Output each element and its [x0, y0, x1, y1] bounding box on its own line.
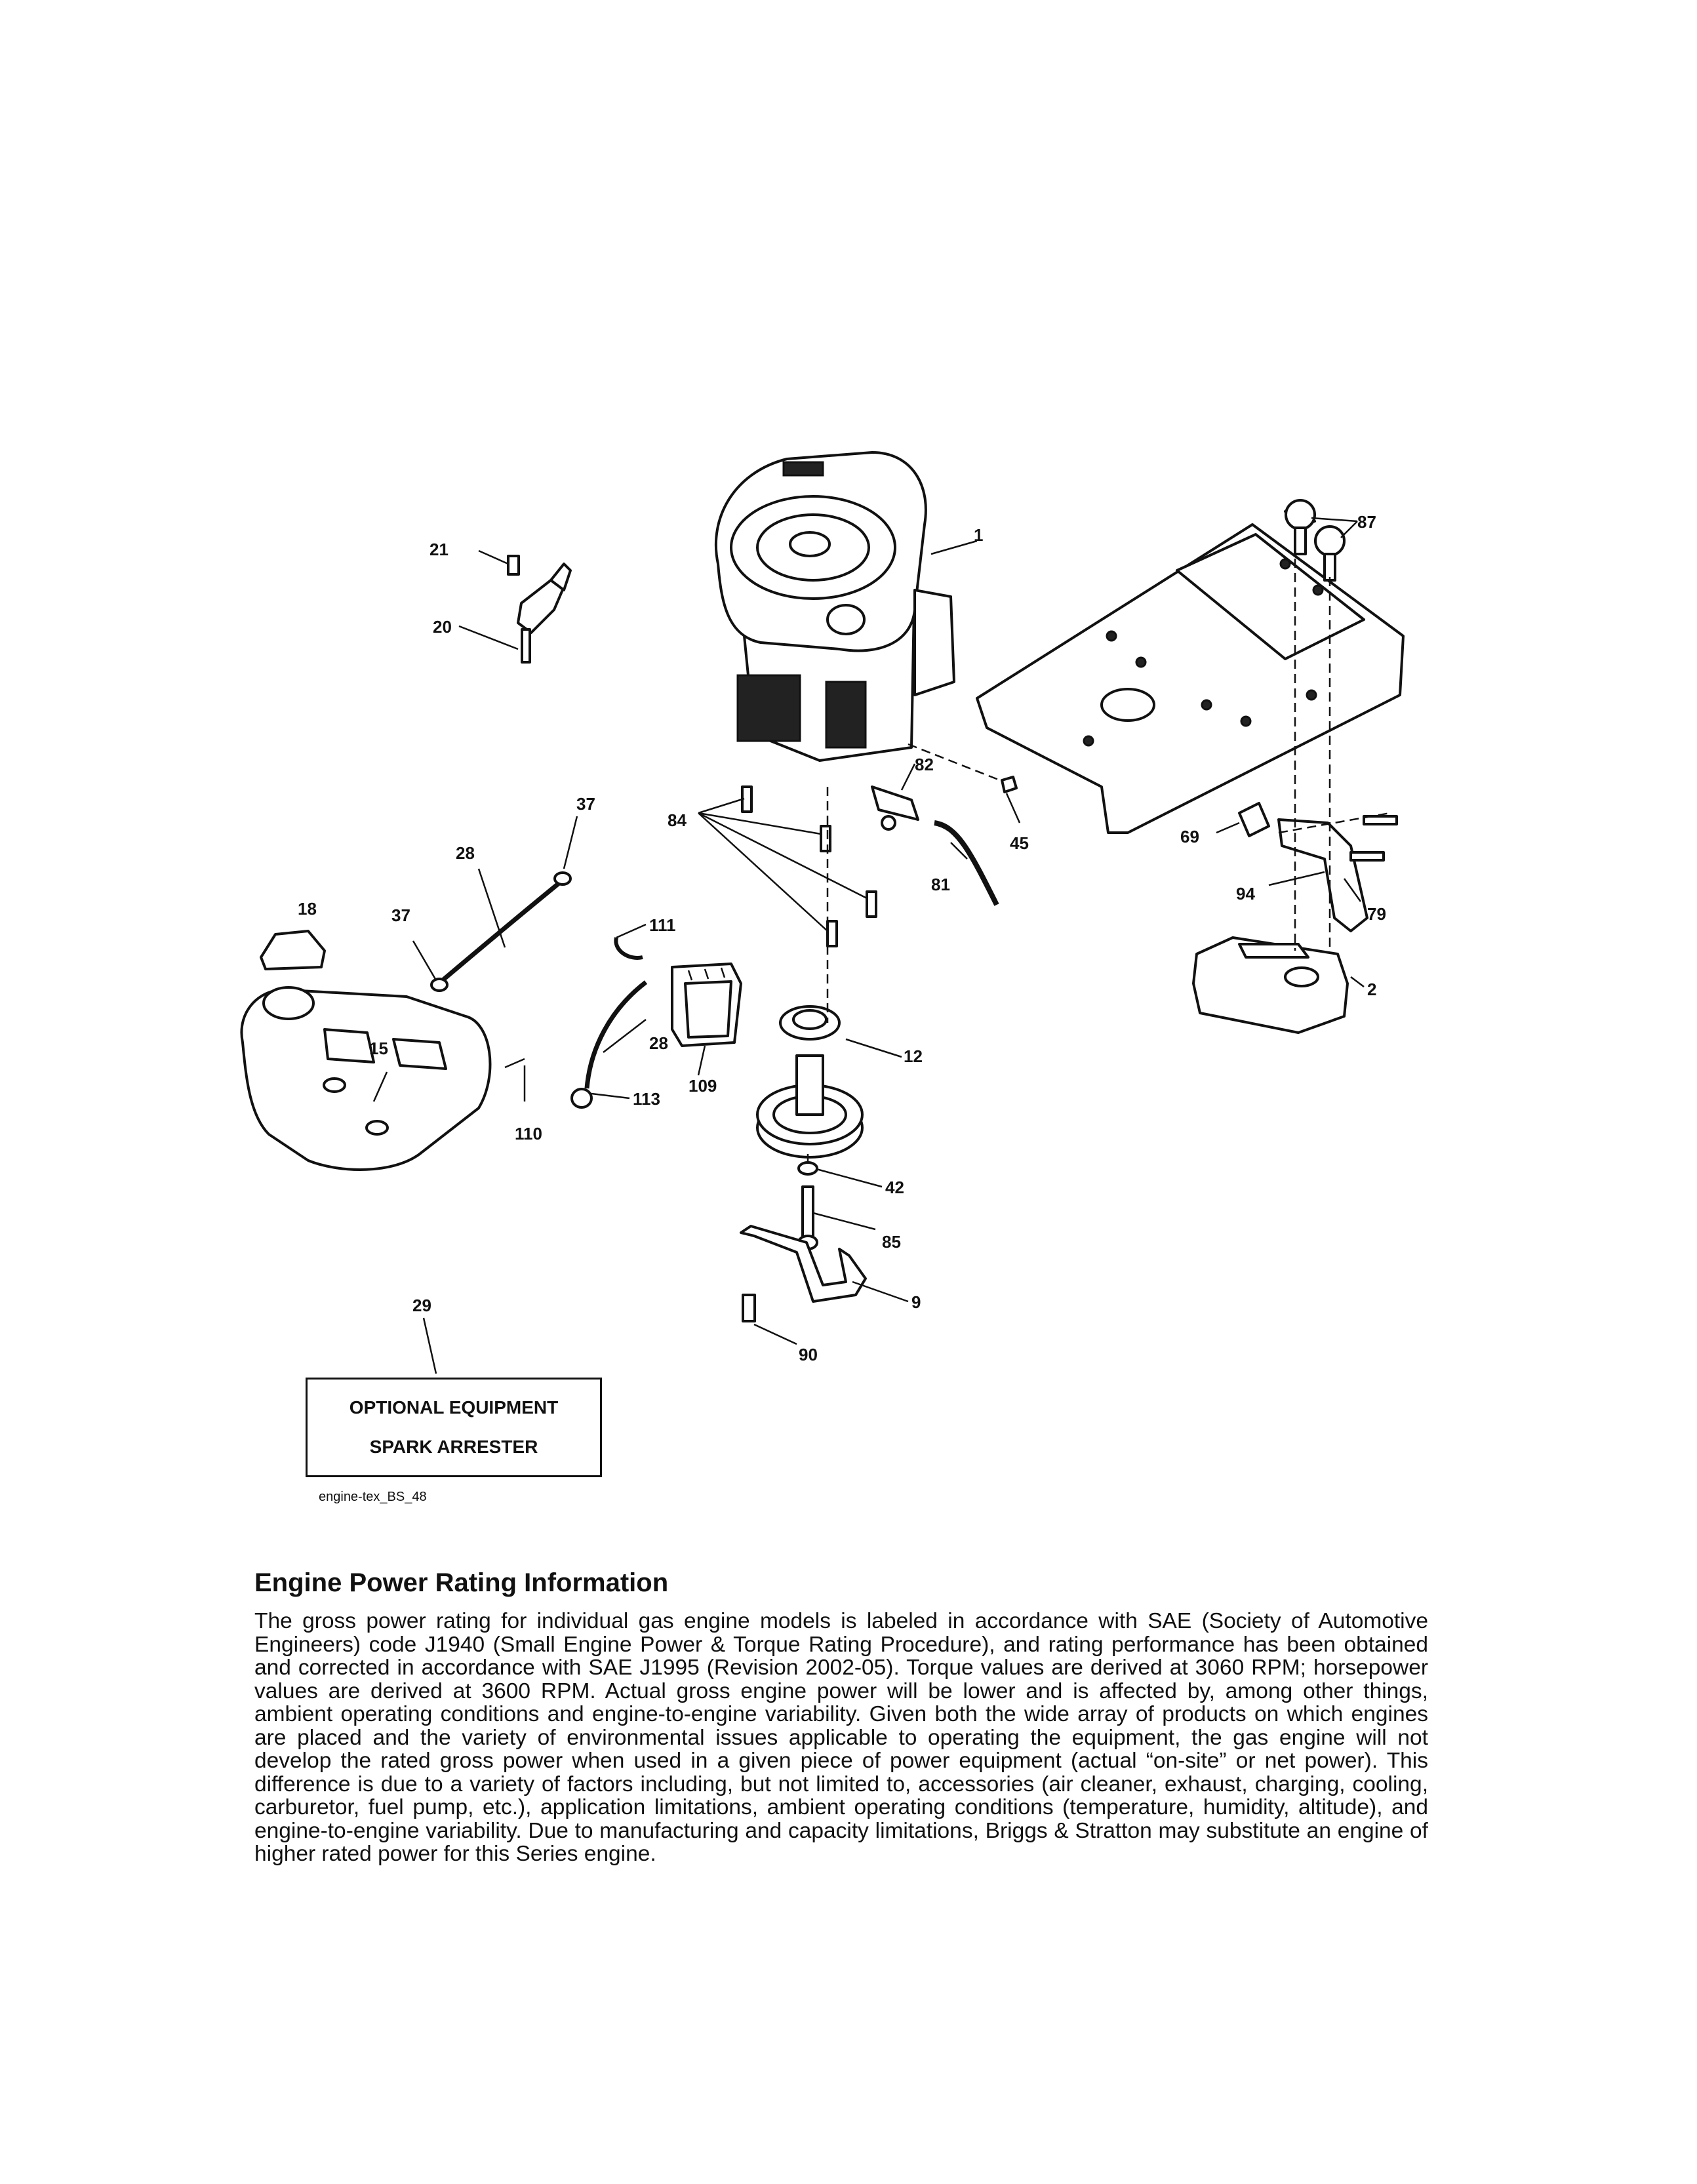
- callout-69: 69: [1180, 827, 1199, 846]
- callout-28b: 28: [649, 1033, 668, 1053]
- callout-21: 21: [429, 540, 449, 559]
- callout-15: 15: [369, 1039, 388, 1058]
- optional-equipment-box: OPTIONAL EQUIPMENT SPARK ARRESTER: [306, 1378, 602, 1477]
- callout-90: 90: [799, 1345, 818, 1364]
- fuel-filter-part: [504, 1058, 593, 1109]
- callout-94: 94: [1236, 884, 1255, 903]
- callout-37a: 37: [576, 794, 595, 814]
- spark-arrester-label: SPARK ARRESTER: [369, 1436, 538, 1457]
- exhaust-pipe-part: [1238, 802, 1398, 932]
- callout-29: 29: [412, 1296, 431, 1315]
- callout-110: 110: [515, 1124, 542, 1143]
- callout-2: 2: [1367, 980, 1376, 999]
- section-title: Engine Power Rating Information: [254, 1568, 669, 1597]
- callout-84: 84: [668, 810, 687, 830]
- callout-81: 81: [931, 875, 950, 894]
- bolt-87-part: [1284, 499, 1346, 582]
- section-body: The gross power rating for individual ga…: [254, 1609, 1428, 1866]
- callout-85: 85: [882, 1232, 901, 1252]
- bolts-84-part: [741, 785, 877, 947]
- parts-diagram: 1 2 9 12 15 18 20 21 28 28 29 37 37 42 4…: [240, 451, 1405, 1374]
- callout-79: 79: [1367, 904, 1386, 924]
- muffler-part: [1192, 936, 1349, 1034]
- bracket-part: [740, 1225, 867, 1322]
- callout-20: 20: [433, 617, 452, 637]
- callout-1: 1: [974, 525, 983, 545]
- pulley-part: [756, 1005, 864, 1159]
- callout-82: 82: [915, 755, 934, 774]
- fuel-pump-part: [671, 963, 742, 1047]
- figure-code: engine-tex_BS_48: [319, 1490, 427, 1504]
- callout-109: 109: [689, 1076, 717, 1096]
- callout-28a: 28: [456, 843, 475, 863]
- callout-45: 45: [1010, 833, 1029, 853]
- callout-87: 87: [1357, 512, 1376, 532]
- engine-part: [714, 451, 955, 762]
- fuel-cap-part: [260, 930, 326, 970]
- fuel-line-part: [430, 871, 648, 1089]
- callout-18: 18: [298, 899, 317, 919]
- optional-equipment-label: OPTIONAL EQUIPMENT: [349, 1397, 559, 1418]
- callout-37b: 37: [391, 905, 410, 925]
- callout-111: 111: [649, 915, 676, 935]
- throttle-control-part: [507, 555, 572, 664]
- mounting-frame-part: [976, 523, 1405, 834]
- callout-113: 113: [633, 1089, 660, 1109]
- fuel-tank-part: [240, 986, 492, 1171]
- callout-12: 12: [904, 1046, 923, 1066]
- oil-drain-part: [871, 776, 1018, 906]
- washer-part: [797, 1161, 818, 1176]
- callout-9: 9: [911, 1292, 921, 1312]
- callout-42: 42: [885, 1178, 904, 1197]
